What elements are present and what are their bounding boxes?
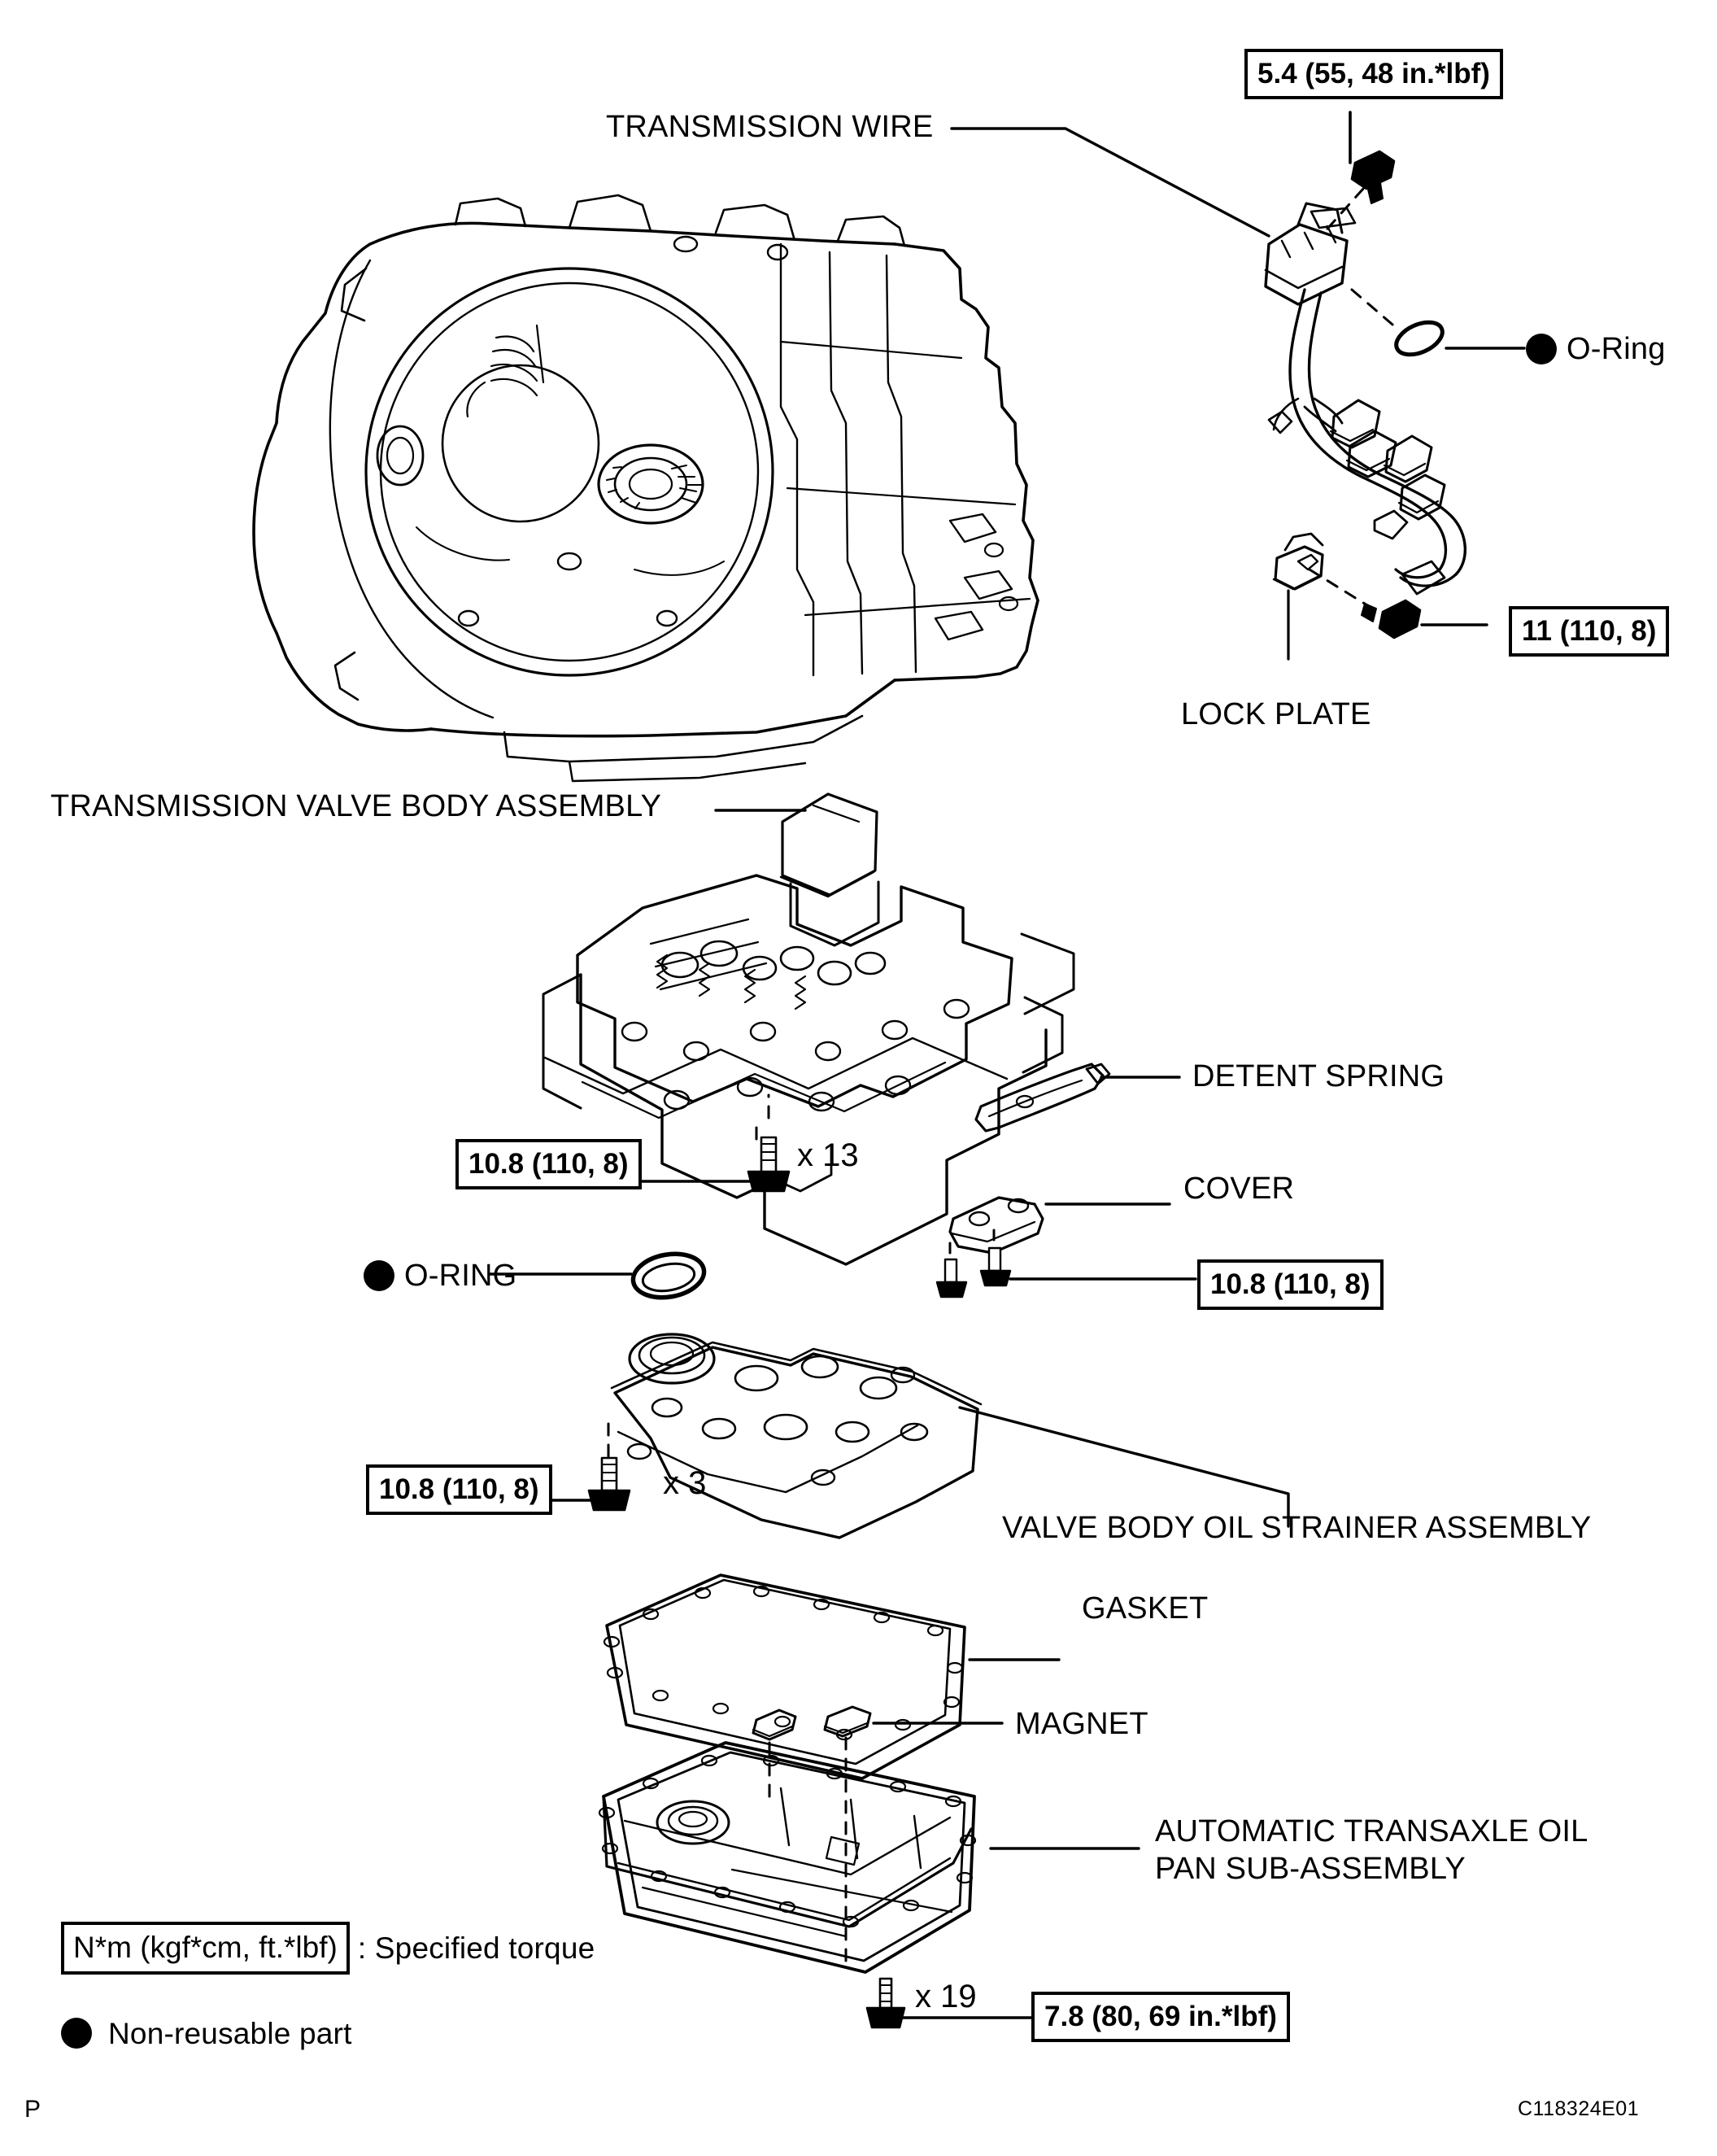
bolt-oil-pan <box>865 1977 906 2029</box>
cover-illustration <box>948 1196 1044 1255</box>
quantity-oil-pan-bolt: x 19 <box>915 1979 977 2014</box>
dashline-wire-bolt <box>1319 187 1365 238</box>
leader-transmission-wire <box>950 127 1270 238</box>
bolt-transmission-wire <box>1350 150 1396 204</box>
callout-oil-pan-line2: PAN SUB-ASSEMBLY <box>1155 1852 1466 1886</box>
valve-body-assembly-illustration <box>542 792 1075 1266</box>
callout-transmission-wire: TRANSMISSION WIRE <box>606 110 934 144</box>
callout-o-ring-upper: O-Ring <box>1526 330 1666 368</box>
callout-detent-spring: DETENT SPRING <box>1192 1059 1445 1093</box>
torque-callout-cover: 10.8 (110, 8) <box>1197 1259 1384 1310</box>
callout-o-ring-upper-label: O-Ring <box>1567 332 1666 366</box>
torque-callout-strainer: 10.8 (110, 8) <box>366 1464 552 1515</box>
bolt-cover-left <box>935 1242 968 1298</box>
callout-valve-body-assembly: TRANSMISSION VALVE BODY ASSEMBLY <box>50 789 662 823</box>
legend-non-reusable: Non-reusable part <box>61 2018 352 2049</box>
non-reusable-dot-icon <box>1526 334 1557 364</box>
lock-plate-part <box>1272 532 1324 591</box>
legend-torque-suffix: : Specified torque <box>357 1931 595 1965</box>
torque-callout-valve-body: 10.8 (110, 8) <box>455 1139 642 1189</box>
callout-o-ring-lower: O-RING <box>364 1257 516 1294</box>
callout-magnet: MAGNET <box>1015 1707 1148 1741</box>
quantity-strainer-bolt: x 3 <box>663 1465 707 1501</box>
page-mark: P <box>24 2096 41 2123</box>
figure-code: C118324E01 <box>1518 2097 1640 2120</box>
dashline-lock-plate-bolt <box>1308 568 1379 613</box>
callout-o-ring-lower-label: O-RING <box>404 1259 517 1293</box>
bolt-valve-body <box>747 1116 791 1193</box>
callout-gasket: GASKET <box>1082 1591 1209 1626</box>
legend-specified-torque: N*m (kgf*cm, ft.*lbf) : Specified torque <box>61 1922 595 1975</box>
bolt-strainer <box>587 1421 631 1512</box>
detent-spring-illustration <box>974 1063 1111 1133</box>
callout-lock-plate: LOCK PLATE <box>1181 697 1371 731</box>
magnet-part <box>752 1705 872 1741</box>
callout-oil-pan-line1: AUTOMATIC TRANSAXLE OIL <box>1155 1814 1588 1848</box>
non-reusable-dot-icon-3 <box>61 2018 92 2049</box>
bolt-cover-right <box>979 1229 1012 1287</box>
torque-callout-lock-plate: 11 (110, 8) <box>1509 606 1670 657</box>
non-reusable-dot-icon-2 <box>364 1260 394 1291</box>
transmission-wire-illustration <box>1264 202 1466 596</box>
oil-strainer-illustration <box>610 1333 983 1539</box>
transaxle-case-illustration <box>252 194 1039 783</box>
oil-pan-illustration <box>598 1741 977 1974</box>
dashline-o-ring-upper <box>1350 288 1399 330</box>
legend-non-reusable-label: Non-reusable part <box>108 2016 352 2050</box>
callout-oil-pan: AUTOMATIC TRANSAXLE OIL PAN SUB-ASSEMBLY <box>1155 1813 1659 1888</box>
callout-oil-strainer: VALVE BODY OIL STRAINER ASSEMBLY <box>1002 1511 1592 1545</box>
torque-callout-wire-bolt: 5.4 (55, 48 in.*lbf) <box>1244 49 1503 99</box>
legend-torque-unit-box: N*m (kgf*cm, ft.*lbf) <box>61 1922 350 1975</box>
torque-callout-oil-pan: 7.8 (80, 69 in.*lbf) <box>1031 1992 1290 2042</box>
callout-cover: COVER <box>1183 1172 1295 1206</box>
bolt-lock-plate <box>1361 599 1422 639</box>
gasket-illustration <box>603 1573 966 1780</box>
quantity-valve-body-bolt: x 13 <box>797 1137 859 1173</box>
o-ring-upper-part <box>1394 320 1445 357</box>
o-ring-lower-part <box>630 1251 707 1300</box>
